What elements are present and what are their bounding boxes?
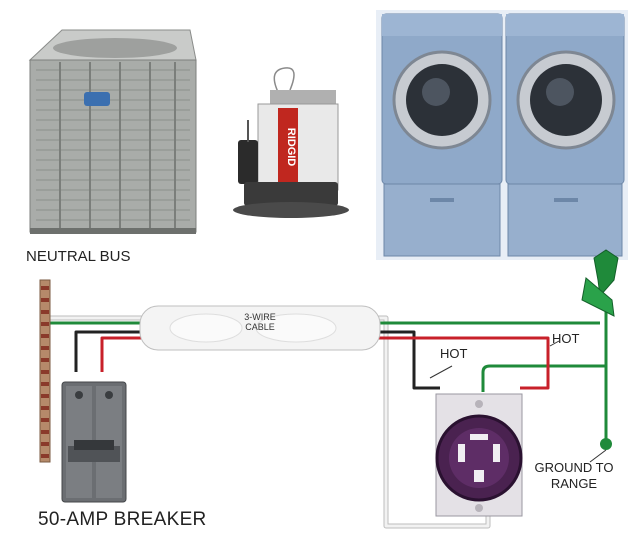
sump-pump-image: RIDGID: [233, 67, 349, 218]
range-receptacle: [435, 393, 523, 517]
breaker-label: 50-AMP BREAKER: [38, 509, 207, 530]
red-hot-wire: [100, 336, 550, 390]
three-wire-cable: [139, 305, 381, 351]
air-conditioner-image: [28, 29, 197, 234]
neutral-bus-bar: [39, 279, 51, 463]
neutral-bus-label: NEUTRAL BUS: [26, 248, 131, 265]
ground-label-line2: RANGE: [550, 476, 598, 491]
breaker-image: [61, 381, 127, 503]
ground-label-line1: GROUND TO: [534, 460, 614, 475]
hot-label-left: HOT: [440, 346, 468, 361]
pump-brand-label: RIDGID: [285, 128, 297, 167]
cable-label-line2: CABLE: [245, 322, 275, 332]
cable-label-line1: 3-WIRE: [244, 312, 276, 322]
ground-to-range-label: GROUND TO RANGE: [526, 460, 622, 492]
cable-label: 3-WIRE CABLE: [232, 312, 288, 332]
washer-dryer-image: [376, 10, 628, 260]
ground-connector-icon: [581, 249, 619, 317]
hot-label-right: HOT: [552, 331, 580, 346]
black-hot-wire: [74, 330, 440, 390]
